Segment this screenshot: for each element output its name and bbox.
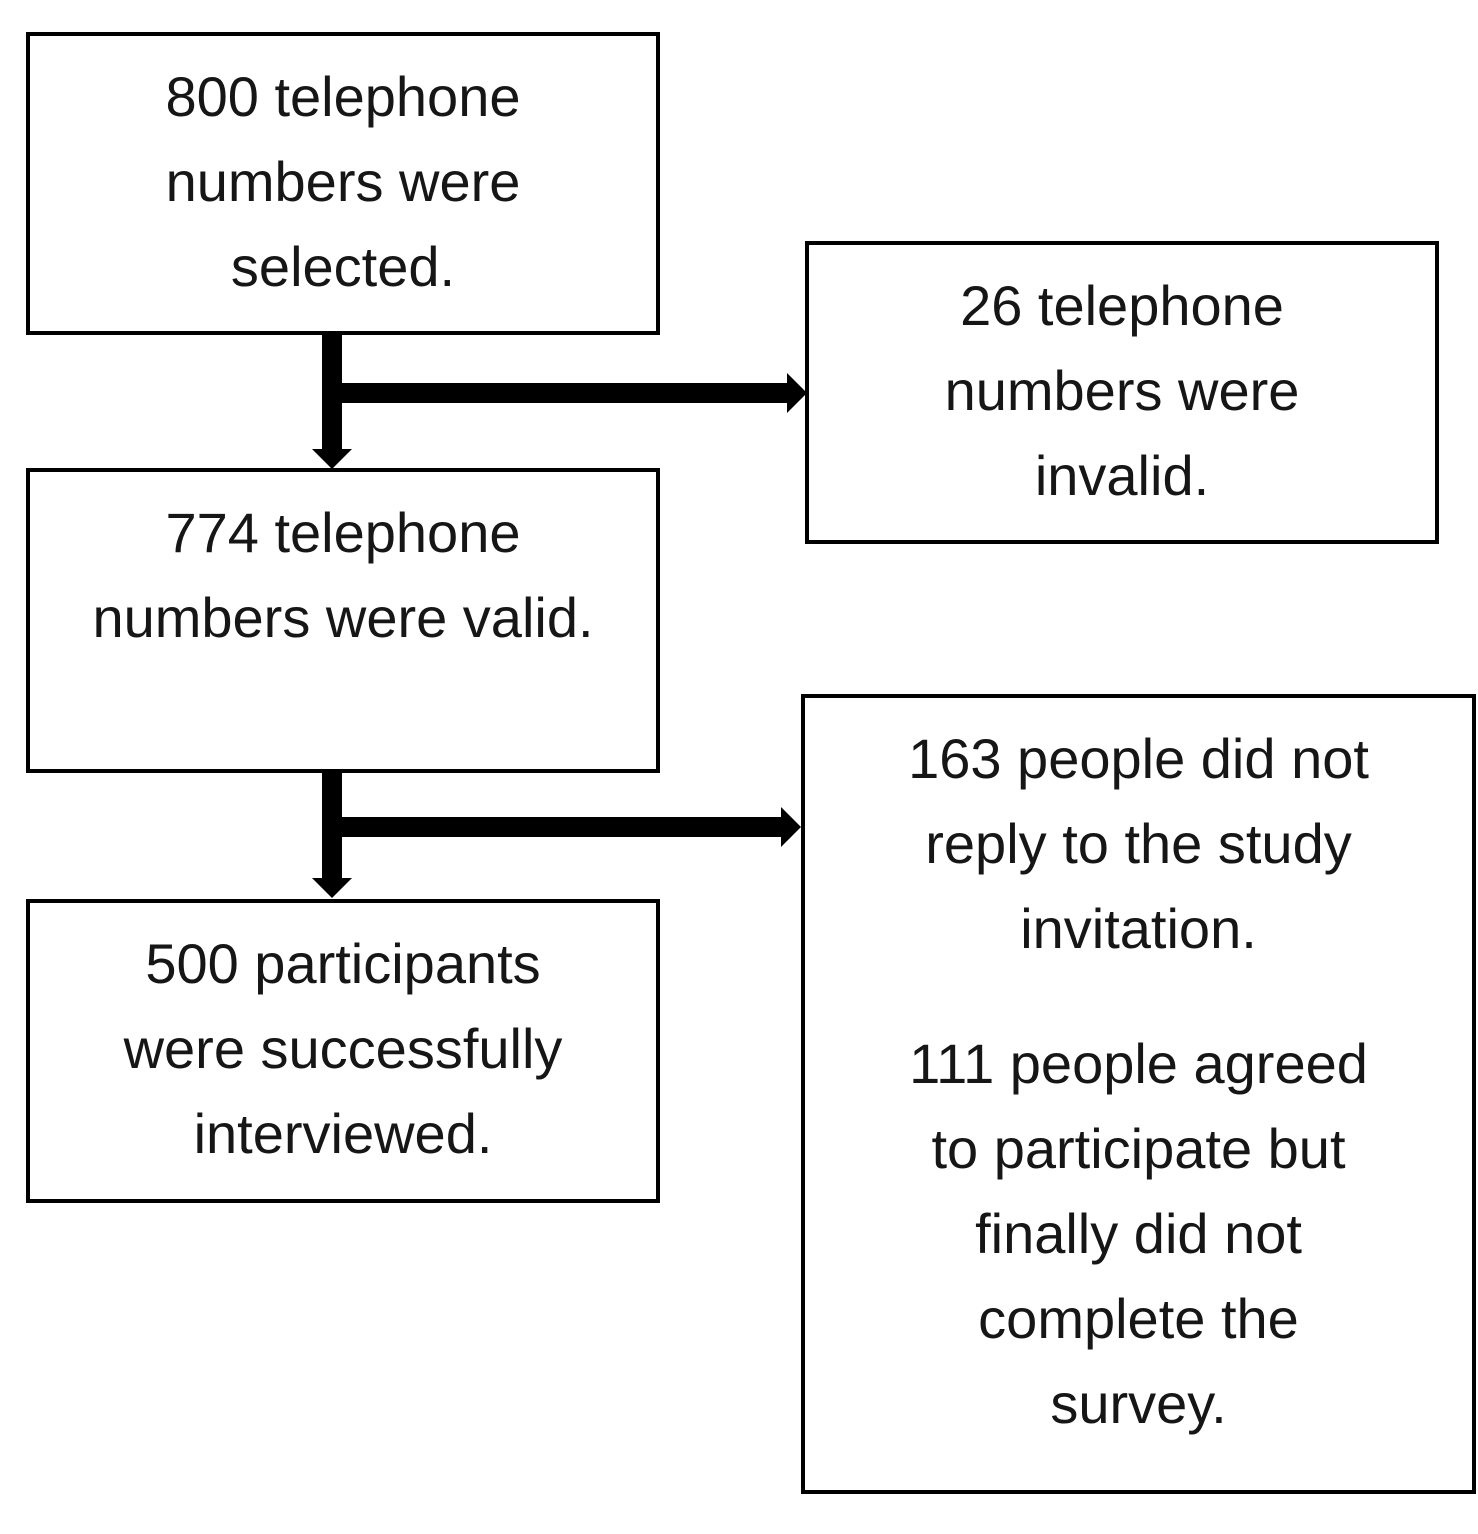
flow-box-interviewed-line: were successfully xyxy=(123,1017,563,1080)
flow-box-interviewed-line: interviewed. xyxy=(193,1102,493,1165)
flow-box-selected: 800 telephone numbers were selected. xyxy=(26,32,660,335)
flow-box-nonresponse-line: invitation. xyxy=(1020,897,1257,960)
flow-box-nonresponse-line: reply to the study xyxy=(925,812,1352,875)
arrow-to-nonresponse-shaft xyxy=(332,817,781,837)
arrow-to-nonresponse-head-icon xyxy=(781,807,801,847)
flow-box-nonresponse-line: 111 people agreed xyxy=(909,1032,1368,1095)
flow-box-invalid-line: numbers were xyxy=(944,359,1300,422)
nonresponse-paragraph-1: 163 people did not reply to the study in… xyxy=(805,716,1472,971)
arrow-to-invalid-shaft xyxy=(332,383,787,403)
flow-box-selected-line: numbers were xyxy=(165,150,521,213)
arrow-selected-to-valid-head-icon xyxy=(312,449,352,469)
flow-box-invalid-line: 26 telephone xyxy=(960,274,1284,337)
flow-box-nonresponse-line: complete the xyxy=(978,1287,1299,1350)
flow-box-selected-line: 800 telephone xyxy=(165,65,521,128)
flow-box-invalid: 26 telephone numbers were invalid. xyxy=(805,241,1439,544)
flow-box-valid-line: numbers were valid. xyxy=(92,586,594,649)
arrow-valid-to-interviewed-head-icon xyxy=(312,878,352,898)
flow-box-nonresponse-line: to participate but xyxy=(931,1117,1346,1180)
flow-box-selected-line: selected. xyxy=(230,235,456,298)
flow-box-nonresponse-line: 163 people did not xyxy=(908,727,1369,790)
nonresponse-paragraph-2: 111 people agreed to participate but fin… xyxy=(805,1021,1472,1446)
flow-box-valid-line: 774 telephone xyxy=(165,501,521,564)
arrow-to-invalid-head-icon xyxy=(787,373,807,413)
flow-box-nonresponse-line: finally did not xyxy=(975,1202,1302,1265)
flow-box-interviewed-line: 500 participants xyxy=(145,932,541,995)
flow-box-nonresponse: 163 people did not reply to the study in… xyxy=(801,694,1476,1494)
flow-box-valid: 774 telephone numbers were valid. xyxy=(26,468,660,773)
flow-box-invalid-line: invalid. xyxy=(1034,444,1210,507)
flow-box-nonresponse-line: survey. xyxy=(1050,1372,1227,1435)
flow-box-interviewed: 500 participants were successfully inter… xyxy=(26,899,660,1203)
